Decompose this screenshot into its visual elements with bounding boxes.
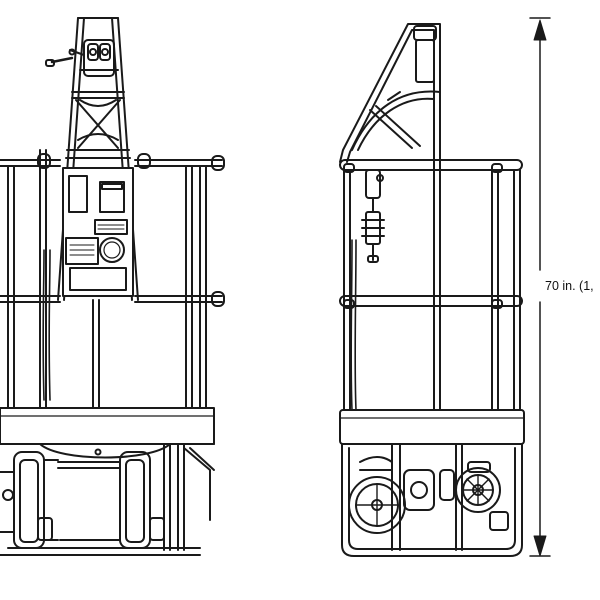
side-rails (339, 159, 523, 411)
front-platform (0, 407, 215, 459)
height-dimension-label: 70 in. (1, (545, 279, 594, 293)
side-platform (339, 409, 525, 445)
front-control-panel (62, 167, 134, 297)
dimension-arrow-top (533, 19, 547, 41)
side-base (341, 443, 523, 557)
front-control-head (45, 39, 119, 77)
front-view (0, 17, 225, 556)
side-mast (339, 23, 441, 411)
front-rails (0, 149, 225, 409)
side-controller (350, 169, 385, 411)
dimension-arrow-bottom (533, 535, 547, 557)
front-base (0, 443, 215, 556)
height-dimension (529, 17, 551, 557)
side-view (339, 23, 525, 557)
front-cable (42, 249, 51, 401)
